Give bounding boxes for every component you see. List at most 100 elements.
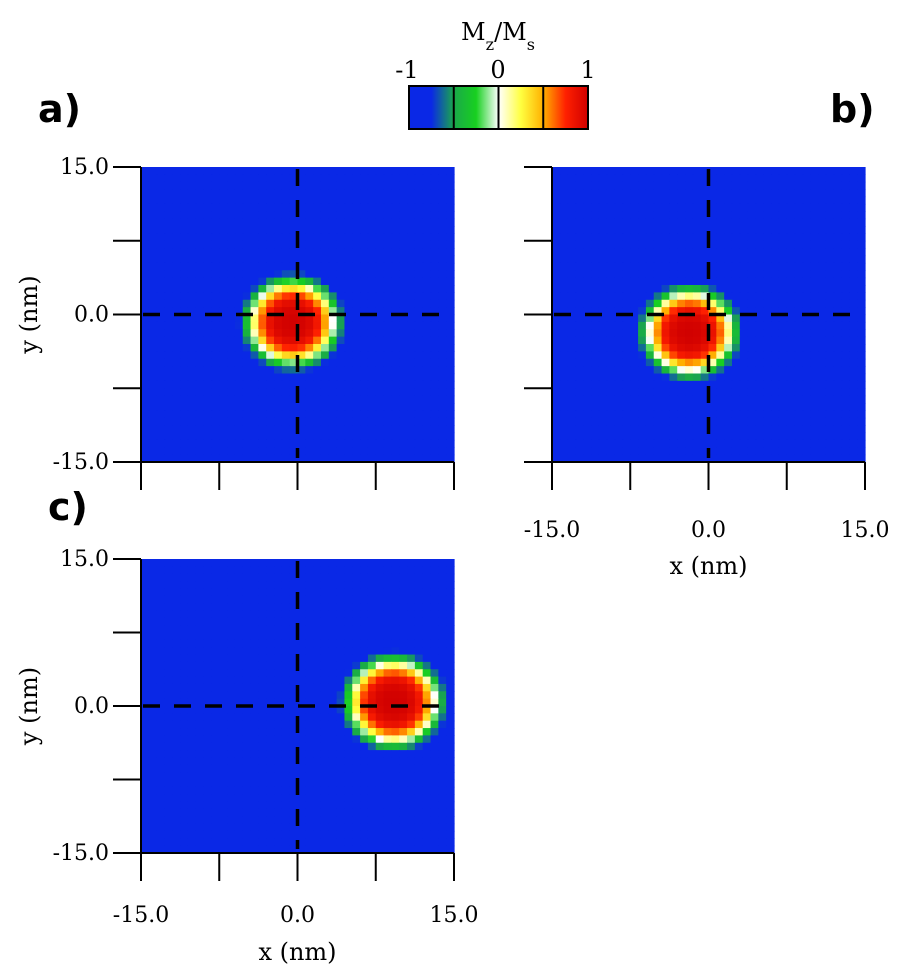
heatmap-cell — [219, 373, 228, 382]
heatmap-cell — [313, 321, 322, 330]
heatmap-cell — [219, 830, 228, 839]
heatmap-cell — [763, 373, 772, 382]
heatmap-cell — [242, 248, 252, 257]
heatmap-cell — [786, 233, 796, 242]
heatmap-cell — [708, 248, 717, 257]
heatmap-cell — [559, 380, 569, 389]
heatmap-cell — [375, 233, 385, 242]
heatmap-cell — [313, 786, 322, 795]
heatmap-cell — [148, 720, 158, 729]
heatmap-cell — [305, 750, 314, 759]
heatmap-cell — [383, 211, 393, 220]
heatmap-cell — [559, 366, 569, 375]
heatmap-cell — [575, 314, 584, 323]
heatmap-cell — [336, 706, 346, 714]
heatmap-cell — [771, 292, 780, 301]
heatmap-cell — [227, 248, 236, 257]
heatmap-cell — [414, 683, 424, 692]
heatmap-cell — [180, 218, 189, 227]
heatmap-cell — [281, 801, 291, 810]
heatmap-cell — [399, 240, 408, 249]
heatmap-cell — [724, 255, 733, 264]
heatmap-cell — [156, 285, 166, 293]
heatmap-cell — [825, 395, 835, 404]
heatmap-cell — [407, 654, 416, 663]
heatmap-cell — [622, 380, 631, 389]
heatmap-cell — [669, 395, 678, 404]
heatmap-cell — [227, 581, 236, 589]
heatmap-cell — [297, 830, 306, 839]
heatmap-cell — [669, 425, 678, 434]
heatmap-cell — [227, 174, 236, 183]
heatmap-cell — [567, 211, 577, 220]
heatmap-cell — [352, 669, 361, 678]
heatmap-cell — [591, 417, 600, 426]
heatmap-cell — [187, 277, 197, 286]
heatmap-cell — [336, 336, 346, 345]
heatmap-cell — [164, 698, 173, 707]
heatmap-cell — [857, 373, 866, 382]
heatmap-cell — [305, 669, 314, 678]
heatmap-cell — [219, 299, 228, 308]
heatmap-cell — [606, 417, 616, 426]
heatmap-cell — [778, 203, 788, 212]
heatmap-cell — [747, 366, 757, 375]
heatmap-cell — [399, 610, 408, 619]
heatmap-cell — [172, 432, 181, 441]
heatmap-cell — [677, 226, 686, 234]
heatmap-cell — [367, 454, 377, 463]
heatmap-cell — [771, 403, 780, 411]
heatmap-cell — [305, 248, 314, 257]
heatmap-cell — [227, 661, 236, 670]
heatmap-cell — [422, 654, 432, 663]
heatmap-cell — [630, 336, 639, 345]
heatmap-cell — [739, 366, 749, 375]
heatmap-cell — [591, 255, 600, 264]
heatmap-cell — [375, 728, 385, 736]
heatmap-cell — [430, 816, 439, 825]
heatmap-cell — [422, 647, 432, 656]
heatmap-cell — [810, 314, 819, 323]
heatmap-cell — [258, 617, 267, 626]
heatmap-cell — [281, 610, 291, 619]
heatmap-cell — [685, 373, 694, 382]
heatmap-cell — [438, 167, 447, 175]
heatmap-cell — [148, 181, 158, 190]
heatmap-cell — [825, 218, 835, 227]
heatmap-cell — [818, 425, 827, 434]
heatmap-cell — [583, 314, 592, 323]
heatmap-cell — [771, 417, 780, 426]
heatmap-cell — [414, 299, 424, 308]
heatmap-cell — [141, 559, 150, 567]
heatmap-cell — [430, 742, 439, 751]
heatmap-cell — [234, 417, 244, 426]
heatmap-cell — [446, 211, 455, 220]
heatmap-cell — [399, 595, 408, 604]
heatmap-cell — [414, 314, 424, 323]
heatmap-cell — [383, 603, 393, 612]
heatmap-cell — [336, 380, 346, 389]
heatmap-cell — [320, 425, 330, 434]
heatmap-cell — [156, 720, 166, 729]
heatmap-cell — [164, 189, 173, 198]
heatmap-cell — [583, 425, 592, 434]
heatmap-cell — [211, 285, 220, 293]
heatmap-cell — [407, 772, 416, 781]
heatmap-cell — [367, 203, 377, 212]
heatmap-cell — [422, 581, 432, 589]
heatmap-cell — [739, 218, 749, 227]
heatmap-cell — [391, 816, 400, 825]
heatmap-cell — [320, 270, 330, 279]
heatmap-cell — [849, 270, 858, 279]
heatmap-cell — [234, 403, 244, 411]
heatmap-cell — [320, 639, 330, 648]
heatmap-cell — [724, 432, 733, 441]
heatmap-cell — [446, 329, 455, 338]
heatmap-cell — [614, 366, 624, 375]
heatmap-cell — [305, 801, 314, 810]
heatmap-cell — [391, 595, 400, 604]
heatmap-cell — [336, 299, 346, 308]
heatmap-cell — [391, 432, 400, 441]
heatmap-cell — [180, 329, 189, 338]
heatmap-cell — [156, 595, 166, 604]
